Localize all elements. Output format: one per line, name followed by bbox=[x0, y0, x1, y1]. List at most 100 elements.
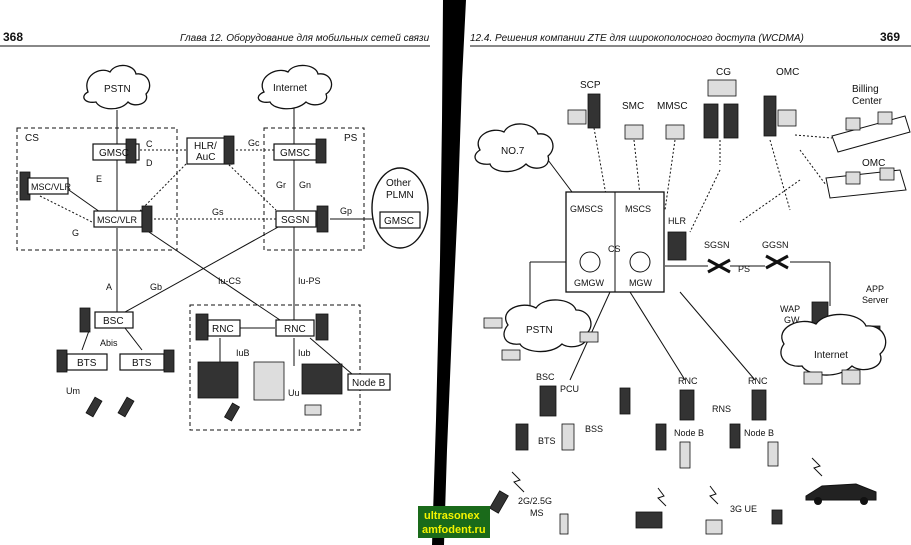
svg-text:MS: MS bbox=[530, 508, 544, 518]
internet-cloud-right: Internet bbox=[780, 313, 887, 385]
watermark-line-1: ultrasonex bbox=[424, 510, 481, 522]
bts-node-2: BTS bbox=[119, 349, 175, 373]
no7-cloud: NO.7 bbox=[474, 123, 554, 173]
link-node-b bbox=[309, 337, 353, 375]
right-section-title: 12.4. Решения компании ZTE для широкопол… bbox=[470, 33, 804, 44]
pstn-cloud-left: PSTN bbox=[83, 64, 151, 110]
svg-text:RNC: RNC bbox=[212, 324, 234, 335]
mmsc-terminal: MMSC bbox=[657, 101, 688, 140]
svg-text:CS: CS bbox=[608, 244, 621, 254]
svg-text:PLMN: PLMN bbox=[386, 190, 414, 201]
svg-text:SGSN: SGSN bbox=[704, 240, 730, 250]
smc-terminal: SMC bbox=[622, 101, 644, 140]
iface-iu-cs: Iu-CS bbox=[218, 276, 241, 286]
svg-text:BTS: BTS bbox=[538, 436, 556, 446]
ue-3g-devices: 3G UE bbox=[635, 504, 783, 535]
pstn-cloud-right: PSTN bbox=[483, 299, 599, 361]
link-smc bbox=[633, 139, 641, 196]
svg-text:2G/2.5G: 2G/2.5G bbox=[518, 496, 552, 506]
link-omc-sgsn bbox=[739, 179, 801, 223]
iface-uu: Uu bbox=[288, 388, 300, 398]
gmsc-cs-node: GMSC bbox=[92, 138, 140, 164]
bts-node-1: BTS bbox=[56, 349, 108, 373]
watermark-line-2: amfodent.ru bbox=[422, 524, 486, 536]
billing-center: Billing Center bbox=[831, 84, 911, 153]
omc-right-lan: OMC bbox=[825, 158, 907, 199]
link-mgw-rnc bbox=[629, 291, 686, 381]
svg-text:BSS: BSS bbox=[585, 424, 603, 434]
iface-iub-1: IuB bbox=[236, 348, 250, 358]
svg-text:OMC: OMC bbox=[862, 158, 885, 169]
rnc-node-2: RNC bbox=[275, 313, 329, 341]
link-sgsn-rnc bbox=[679, 291, 756, 381]
svg-text:BTS: BTS bbox=[77, 358, 97, 369]
link-omc-billing bbox=[794, 134, 833, 139]
svg-text:PSTN: PSTN bbox=[104, 84, 131, 95]
iface-um: Um bbox=[66, 386, 80, 396]
link-abis-2 bbox=[124, 327, 143, 351]
svg-text:Billing: Billing bbox=[852, 84, 879, 95]
svg-text:GMSC: GMSC bbox=[99, 148, 129, 159]
other-plmn-node: Other PLMN GMSC bbox=[371, 167, 429, 249]
link-omc bbox=[769, 139, 791, 211]
link-g bbox=[39, 195, 101, 227]
svg-text:Center: Center bbox=[852, 96, 883, 107]
svg-text:3G UE: 3G UE bbox=[730, 504, 757, 514]
iface-c: C bbox=[146, 139, 153, 149]
svg-text:MSC/VLR: MSC/VLR bbox=[97, 215, 138, 225]
node-b-equipment: Node B bbox=[197, 361, 391, 401]
sgsn-node: SGSN bbox=[275, 205, 329, 233]
msc-vlr-left-node: MSC/VLR bbox=[19, 171, 72, 201]
svg-text:BTS: BTS bbox=[132, 358, 152, 369]
link-mmsc bbox=[664, 139, 676, 211]
svg-text:Server: Server bbox=[862, 295, 889, 305]
iface-gb: Gb bbox=[150, 282, 162, 292]
svg-text:PS: PS bbox=[738, 264, 750, 274]
svg-text:MSC/VLR: MSC/VLR bbox=[31, 182, 72, 192]
core-cs-box: GMSCS MSCS CS GMGW MGW bbox=[565, 191, 665, 293]
svg-text:AuC: AuC bbox=[196, 152, 215, 163]
svg-text:MSCS: MSCS bbox=[625, 204, 651, 214]
iface-iub-2: Iub bbox=[298, 348, 311, 358]
ps-domain-label: PS bbox=[344, 133, 358, 144]
lightning-icons bbox=[511, 457, 823, 507]
iface-a: A bbox=[106, 282, 112, 292]
svg-text:GGSN: GGSN bbox=[762, 240, 789, 250]
svg-text:WAP: WAP bbox=[780, 304, 800, 314]
svg-text:SMC: SMC bbox=[622, 101, 644, 112]
left-page-number: 368 bbox=[3, 30, 23, 44]
link-gr bbox=[225, 161, 277, 211]
svg-text:HLR/: HLR/ bbox=[194, 141, 217, 152]
hlr-right-node: HLR bbox=[667, 216, 687, 261]
svg-text:RNC: RNC bbox=[748, 376, 768, 386]
iface-e: E bbox=[96, 174, 102, 184]
svg-text:GMGW: GMGW bbox=[574, 278, 604, 288]
svg-text:NO.7: NO.7 bbox=[501, 146, 525, 157]
svg-text:GMSC: GMSC bbox=[384, 216, 414, 227]
link-gb bbox=[124, 225, 281, 313]
gmsc-ps-node: GMSC bbox=[273, 138, 327, 164]
svg-text:RNC: RNC bbox=[678, 376, 698, 386]
cs-domain-label: CS bbox=[25, 133, 39, 144]
ggsn-right-node: GGSN bbox=[762, 240, 789, 270]
node-b-right-2: Node B bbox=[729, 423, 779, 467]
svg-text:Internet: Internet bbox=[814, 350, 848, 361]
svg-text:CG: CG bbox=[716, 67, 731, 78]
right-page-number: 369 bbox=[880, 30, 900, 44]
link-iu-cs bbox=[139, 225, 281, 321]
svg-text:Node B: Node B bbox=[674, 428, 704, 438]
iface-iu-ps: Iu-PS bbox=[298, 276, 321, 286]
watermark-background bbox=[418, 506, 490, 538]
iface-d: D bbox=[146, 158, 153, 168]
iface-gs: Gs bbox=[212, 207, 224, 217]
rnc-right-2: RNC bbox=[748, 376, 768, 421]
iface-gn: Gn bbox=[299, 180, 311, 190]
book-gutter bbox=[432, 0, 466, 545]
sgsn-right-node: SGSN PS bbox=[704, 240, 750, 274]
link-cg-hlr bbox=[689, 169, 721, 233]
iface-gp: Gp bbox=[340, 206, 352, 216]
svg-text:MGW: MGW bbox=[629, 278, 652, 288]
car-icon bbox=[805, 483, 877, 505]
cg-server: CG bbox=[703, 67, 739, 139]
